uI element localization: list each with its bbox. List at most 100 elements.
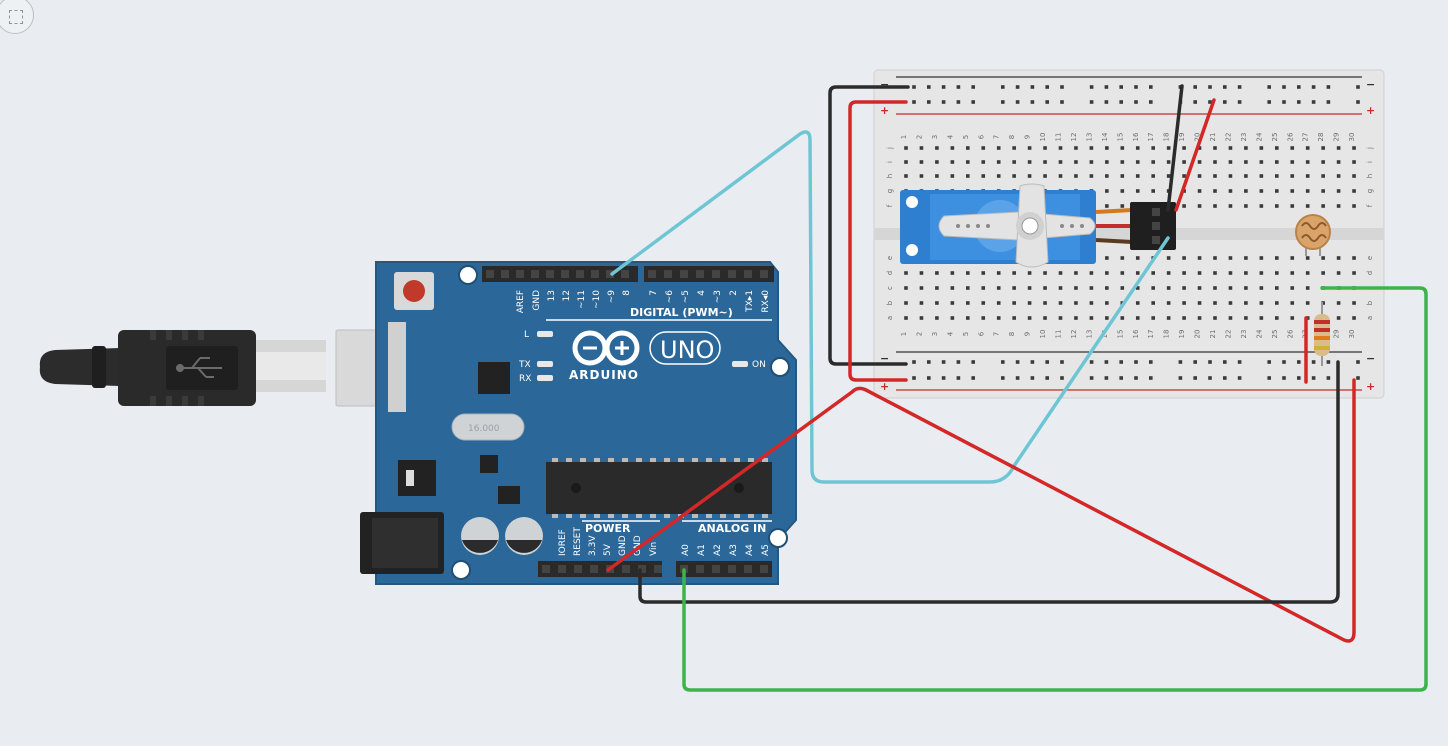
rail-hole[interactable] [1311, 376, 1316, 380]
rail-hole[interactable] [1030, 100, 1035, 104]
breadboard-hole[interactable] [1074, 286, 1078, 290]
breadboard-hole[interactable] [1290, 189, 1295, 193]
breadboard-hole[interactable] [1321, 174, 1325, 178]
breadboard-hole[interactable] [1213, 256, 1217, 260]
breadboard-hole[interactable] [1027, 286, 1032, 290]
breadboard-hole[interactable] [919, 146, 924, 150]
breadboard-hole[interactable] [1135, 316, 1140, 320]
analog-header[interactable] [676, 561, 772, 577]
breadboard-hole[interactable] [1336, 146, 1341, 150]
rail-hole[interactable] [1297, 376, 1301, 380]
breadboard-hole[interactable] [935, 271, 939, 275]
rail-hole[interactable] [1089, 376, 1094, 380]
resistor[interactable] [1314, 302, 1330, 366]
rail-hole[interactable] [1060, 360, 1064, 364]
breadboard-hole[interactable] [1151, 189, 1155, 193]
rail-hole[interactable] [1134, 100, 1138, 104]
breadboard-hole[interactable] [1166, 301, 1171, 305]
rail-hole[interactable] [1015, 360, 1020, 364]
wire-a0-to-ldr[interactable] [682, 286, 1428, 692]
breadboard-hole[interactable] [981, 160, 986, 164]
breadboard-hole[interactable] [1244, 271, 1248, 275]
breadboard-hole[interactable] [1120, 256, 1125, 260]
breadboard-hole[interactable] [1352, 146, 1356, 150]
breadboard-hole[interactable] [1290, 271, 1295, 275]
rail-hole[interactable] [971, 360, 975, 364]
breadboard-hole[interactable] [1244, 146, 1248, 150]
breadboard-hole[interactable] [1305, 301, 1310, 305]
fullscreen-button[interactable] [0, 0, 34, 34]
breadboard-hole[interactable] [1120, 189, 1125, 193]
breadboard-hole[interactable] [1182, 174, 1186, 178]
breadboard-hole[interactable] [1043, 271, 1047, 275]
breadboard-hole[interactable] [1275, 204, 1279, 208]
breadboard-hole[interactable] [1336, 301, 1341, 305]
rail-hole[interactable] [1208, 100, 1212, 104]
rail-hole[interactable] [1326, 360, 1331, 364]
rail-hole[interactable] [1223, 100, 1227, 104]
breadboard-hole[interactable] [1135, 301, 1140, 305]
rail-hole[interactable] [1134, 376, 1138, 380]
breadboard-hole[interactable] [1105, 286, 1109, 290]
breadboard-hole[interactable] [1305, 146, 1310, 150]
breadboard-hole[interactable] [966, 146, 970, 150]
breadboard-hole[interactable] [1120, 160, 1125, 164]
breadboard-hole[interactable] [1275, 271, 1279, 275]
breadboard-hole[interactable] [1290, 204, 1295, 208]
rail-hole[interactable] [941, 376, 946, 380]
breadboard-hole[interactable] [1228, 271, 1233, 275]
breadboard-hole[interactable] [1135, 189, 1140, 193]
breadboard-hole[interactable] [1259, 301, 1264, 305]
breadboard-hole[interactable] [919, 301, 924, 305]
breadboard-hole[interactable] [1352, 189, 1356, 193]
rail-hole[interactable] [956, 376, 961, 380]
breadboard-hole[interactable] [1197, 189, 1202, 193]
breadboard-hole[interactable] [966, 301, 970, 305]
breadboard-hole[interactable] [1290, 256, 1295, 260]
breadboard-hole[interactable] [1352, 301, 1356, 305]
rail-hole[interactable] [1149, 85, 1153, 89]
breadboard-hole[interactable] [1182, 316, 1186, 320]
rail-hole[interactable] [1326, 100, 1331, 104]
breadboard-hole[interactable] [1352, 160, 1356, 164]
usb-cable[interactable] [39, 329, 439, 407]
rail-hole[interactable] [1223, 360, 1227, 364]
breadboard-hole[interactable] [1197, 316, 1202, 320]
breadboard-hole[interactable] [1259, 146, 1264, 150]
breadboard-hole[interactable] [904, 146, 908, 150]
breadboard-hole[interactable] [1336, 160, 1341, 164]
rail-hole[interactable] [1356, 85, 1360, 89]
wire-minus-rail-bridge[interactable] [828, 85, 910, 366]
breadboard-hole[interactable] [1151, 316, 1155, 320]
breadboard-hole[interactable] [1151, 271, 1155, 275]
breadboard-hole[interactable] [1336, 271, 1341, 275]
breadboard-hole[interactable] [1151, 286, 1155, 290]
rail-hole[interactable] [1001, 376, 1005, 380]
rail-hole[interactable] [1311, 85, 1316, 89]
breadboard-hole[interactable] [1012, 174, 1016, 178]
breadboard-hole[interactable] [1012, 286, 1016, 290]
rail-hole[interactable] [1178, 360, 1183, 364]
rail-hole[interactable] [1356, 100, 1360, 104]
breadboard-hole[interactable] [1290, 301, 1295, 305]
breadboard-hole[interactable] [1352, 271, 1356, 275]
breadboard-hole[interactable] [1197, 160, 1202, 164]
breadboard-hole[interactable] [1213, 271, 1217, 275]
breadboard-hole[interactable] [1352, 256, 1356, 260]
rail-hole[interactable] [1297, 100, 1301, 104]
breadboard-hole[interactable] [1197, 204, 1202, 208]
breadboard-hole[interactable] [1120, 316, 1125, 320]
rail-hole[interactable] [956, 100, 961, 104]
breadboard-hole[interactable] [1151, 160, 1155, 164]
breadboard-hole[interactable] [935, 286, 939, 290]
breadboard-hole[interactable] [1135, 286, 1140, 290]
rail-hole[interactable] [1356, 360, 1360, 364]
breadboard-hole[interactable] [1027, 160, 1032, 164]
rail-hole[interactable] [1089, 360, 1094, 364]
breadboard-hole[interactable] [1120, 146, 1125, 150]
rail-hole[interactable] [1267, 360, 1271, 364]
breadboard-hole[interactable] [1228, 301, 1233, 305]
rail-hole[interactable] [1297, 360, 1301, 364]
breadboard-hole[interactable] [1058, 271, 1063, 275]
breadboard-hole[interactable] [1259, 316, 1264, 320]
